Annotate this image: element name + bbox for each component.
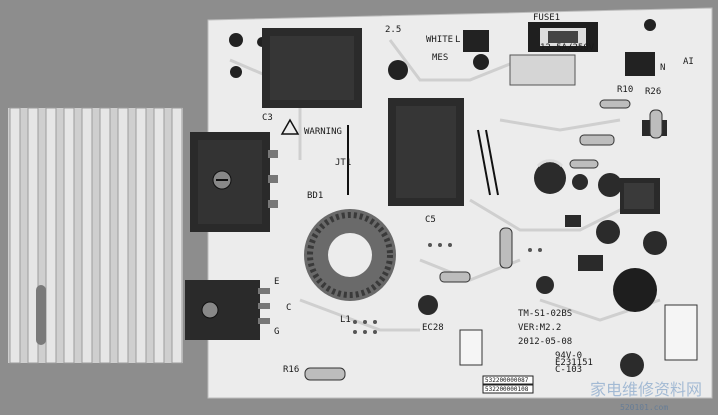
wire-connectors [459,304,698,366]
electrolytic-capacitors [418,159,667,377]
label-l: L [455,35,460,45]
label-2-5: 2.5 [385,25,401,35]
label-ec28: EC28 [422,323,444,333]
label-date: 2012-05-08 [518,337,572,347]
mounting-holes [229,19,656,78]
fuse-holder [528,22,598,52]
connector-l [463,30,489,52]
label-r16: R16 [283,365,299,375]
regulator-face [624,183,654,209]
watermark-url: 520101.com [620,403,668,412]
igbt-transistor [185,280,270,340]
label-white: WHITE [426,35,453,45]
label-version: VER:M2.2 [518,323,561,333]
label-c: C [286,303,291,313]
label-c3: C3 [262,113,273,123]
label-r26: R26 [645,87,661,97]
solder-pads [353,243,542,334]
watermark-text: 家电维修资料网 [590,380,702,399]
label-r10: R10 [617,85,633,95]
warning-icon [280,118,300,135]
label-c5: C5 [425,215,436,225]
connector-n [625,52,655,76]
label-cert-3: C-103 [555,365,582,375]
heatsink [8,107,183,364]
label-mes: MES [432,53,448,63]
label-l1: L1 [340,315,351,325]
buzzer [613,268,657,312]
bridge-rectifier-bd1 [190,132,278,232]
label-ai: AI [683,57,694,67]
small-transistor [565,215,581,227]
resistors [304,99,663,381]
capacitor-c3 [262,28,362,108]
x-capacitor [509,54,576,86]
barcode-stickers: 532200000087 532200000108 [482,375,534,394]
label-fuse-rating: 12.5A/250V [540,43,595,53]
label-jt1: JT1 [335,158,351,168]
barcode-2: 532200000108 [485,386,529,393]
label-bd1: BD1 [307,191,323,201]
label-cert-1: 94V-0 [555,351,582,361]
ic-chip [578,255,603,271]
label-n: N [660,63,665,73]
toroidal-inductor-l1 [304,209,396,301]
barcode-1: 532200000087 [485,377,529,384]
watermark: 家电维修资料网 520101.com [590,380,702,412]
label-e: E [274,277,279,287]
label-fuse: FUSE1 [533,13,560,23]
screw-terminal [388,60,408,80]
label-model: TM-S1-02BS [518,309,572,319]
label-cert-2: E231151 [555,358,593,368]
capacitor-c5 [388,98,464,206]
screw-terminal-2 [473,54,489,70]
label-g: G [274,327,279,337]
label-warning: WARNING [304,127,342,137]
jumper-wires [347,125,499,196]
